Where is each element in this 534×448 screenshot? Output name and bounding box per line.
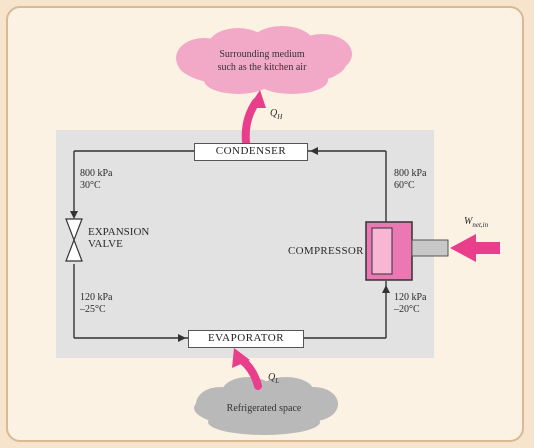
state-top-right: 800 kPa 60°C: [394, 168, 427, 191]
heat-in-label: QL: [268, 372, 280, 385]
compressor-label: COMPRESSOR: [288, 245, 364, 257]
state-top-left: 800 kPa 30°C: [80, 168, 113, 191]
figure-frame: Surrounding medium such as the kitchen a…: [6, 6, 524, 442]
top-cloud-line2: such as the kitchen air: [217, 62, 307, 73]
state-bottom-left: 120 kPa –25°C: [80, 292, 113, 315]
work-label: Wnet,in: [464, 216, 489, 229]
condenser-box: CONDENSER: [194, 143, 308, 161]
refrigerant-loop: [73, 150, 387, 339]
cycle-diagram: [56, 26, 500, 435]
top-cloud: [176, 26, 352, 94]
top-cloud-line1: Surrounding medium: [219, 49, 305, 60]
top-cloud-text: Surrounding medium such as the kitchen a…: [192, 48, 332, 74]
expansion-valve-symbol: [65, 218, 83, 262]
state-bottom-right: 120 kPa –20°C: [394, 292, 427, 315]
evaporator-box: EVAPORATOR: [188, 330, 304, 348]
bottom-cloud-text: Refrigerated space: [226, 403, 302, 414]
work-arrow: [450, 234, 476, 262]
bottom-cloud: [194, 377, 338, 435]
compressor-symbol: [365, 221, 449, 281]
expansion-valve-label: EXPANSION VALVE: [88, 226, 150, 250]
heat-out-label: QH: [270, 108, 283, 121]
